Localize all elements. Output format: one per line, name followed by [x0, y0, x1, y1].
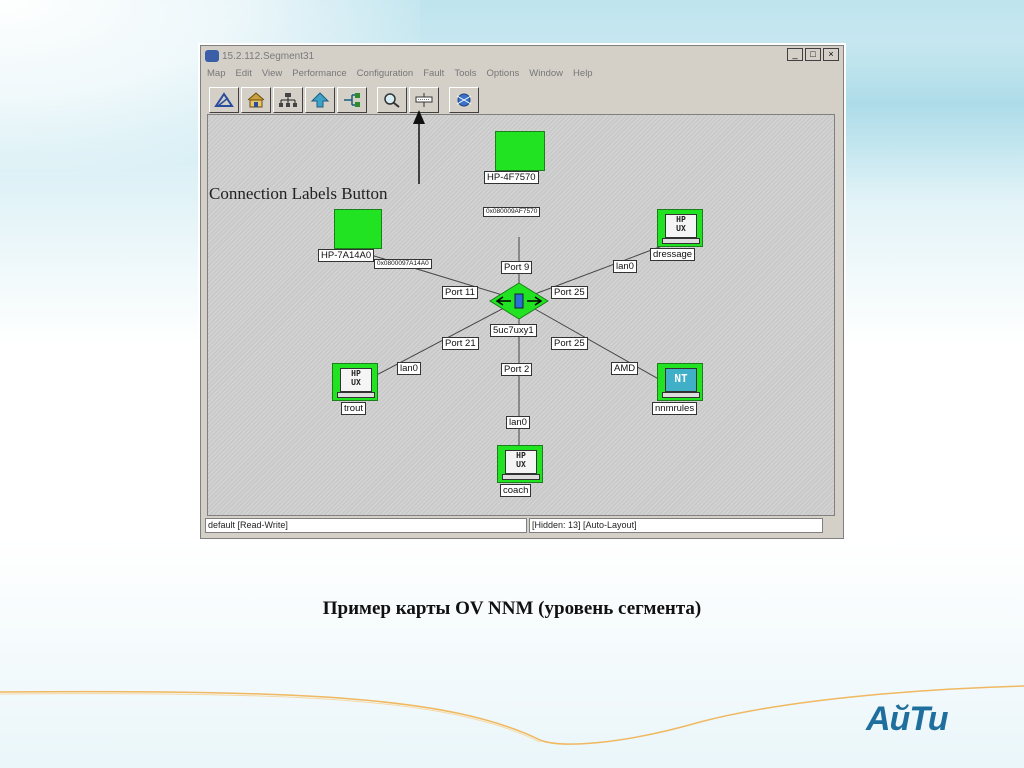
- node-label-dressage: dressage: [650, 248, 696, 261]
- nt-icon: NT: [665, 368, 697, 392]
- home-icon: [247, 92, 265, 108]
- home-button[interactable]: [241, 87, 271, 113]
- port-label-right-top: Port 25: [551, 286, 588, 299]
- menu-view[interactable]: View: [261, 68, 283, 79]
- node-label-nnmrules: nnmrules: [652, 402, 698, 415]
- window-titlebar[interactable]: 15.2.112.Segment31: [203, 48, 841, 64]
- window-title: 15.2.112.Segment31: [222, 50, 315, 62]
- port-label-left-top: Port 11: [442, 286, 478, 299]
- menu-help[interactable]: Help: [573, 68, 593, 79]
- company-logo: АйТи: [866, 700, 949, 738]
- toolbar-separator: [441, 87, 447, 113]
- menu-options[interactable]: Options: [486, 68, 520, 79]
- switch-node[interactable]: [489, 282, 549, 320]
- iface-label-nnmrules: AMD: [611, 362, 639, 375]
- toolbar: [209, 87, 479, 113]
- hub-node-top[interactable]: [495, 131, 545, 171]
- close-button[interactable]: ×: [823, 48, 839, 61]
- network-icon: [279, 93, 297, 107]
- keyboard-icon: [337, 392, 375, 398]
- quick-navigator-button[interactable]: [337, 87, 367, 113]
- map-canvas[interactable]: HP-4F7570 0x080009AF7570 Port 9 HP-7A14A…: [207, 114, 835, 516]
- menu-bar: Map Edit View Performance Configuration …: [207, 68, 593, 79]
- find-button[interactable]: [377, 87, 407, 113]
- minimize-button[interactable]: _: [787, 48, 803, 61]
- connection-label-top-mac: 0x080009AF7570: [483, 207, 541, 217]
- iface-label-trout: lan0: [397, 362, 421, 375]
- close-map-button[interactable]: [209, 87, 239, 113]
- status-bar: default [Read-Write] [Hidden: 13] [Auto-…: [205, 518, 835, 533]
- maximize-button[interactable]: □: [805, 48, 821, 61]
- node-label-top: HP-4F7570: [484, 171, 539, 184]
- iface-label-dressage: lan0: [613, 260, 637, 273]
- keyboard-icon: [662, 392, 700, 398]
- close-map-icon: [214, 92, 234, 107]
- connection-labels-icon: [415, 93, 433, 107]
- node-label-coach: coach: [500, 484, 532, 497]
- computer-node-nnmrules[interactable]: NT: [657, 363, 703, 401]
- pan-zoom-icon: [456, 93, 472, 107]
- menu-tools[interactable]: Tools: [454, 68, 477, 79]
- switch-icon: [489, 282, 549, 320]
- status-layout: [Hidden: 13] [Auto-Layout]: [529, 518, 823, 533]
- up-button[interactable]: [305, 87, 335, 113]
- pan-zoom-button[interactable]: [449, 87, 479, 113]
- quick-navigator-icon: [344, 93, 360, 107]
- node-label-left-top: HP-7A14A0: [318, 249, 375, 262]
- toolbar-separator: [369, 87, 375, 113]
- menu-map[interactable]: Map: [207, 68, 226, 79]
- find-icon: [384, 93, 400, 108]
- menu-configuration[interactable]: Configuration: [356, 68, 414, 79]
- menu-performance[interactable]: Performance: [292, 68, 347, 79]
- slide-caption: Пример карты OV NNM (уровень сегмента): [322, 598, 702, 619]
- bottom-swoosh-decoration: [0, 685, 1024, 745]
- window-controls: _ □ ×: [787, 48, 839, 61]
- menu-fault[interactable]: Fault: [423, 68, 445, 79]
- port-label-bottom: Port 2: [501, 363, 533, 376]
- iface-label-coach: lan0: [506, 416, 530, 429]
- connection-labels-button[interactable]: [409, 87, 439, 113]
- app-icon: [205, 50, 219, 62]
- port-label-top: Port 9: [501, 261, 533, 274]
- port-label-left-bottom: Port 21: [442, 337, 479, 350]
- connection-labels-callout: Connection Labels Button: [209, 184, 388, 203]
- menu-window[interactable]: Window: [529, 68, 564, 79]
- nnm-window: 15.2.112.Segment31 _ □ × Map Edit View P…: [200, 45, 844, 539]
- switch-label: 5uc7uxy1: [490, 324, 537, 337]
- node-label-trout: trout: [341, 402, 367, 415]
- connection-label-left-top-mac: 0x0800097A14A0: [374, 259, 432, 269]
- menu-edit[interactable]: Edit: [235, 68, 252, 79]
- network-button[interactable]: [273, 87, 303, 113]
- keyboard-icon: [502, 474, 540, 480]
- hub-node-left-top[interactable]: [334, 209, 382, 249]
- status-mode: default [Read-Write]: [205, 518, 527, 533]
- keyboard-icon: [662, 238, 700, 244]
- port-label-right-bottom: Port 25: [551, 337, 588, 350]
- up-arrow-icon: [310, 92, 330, 108]
